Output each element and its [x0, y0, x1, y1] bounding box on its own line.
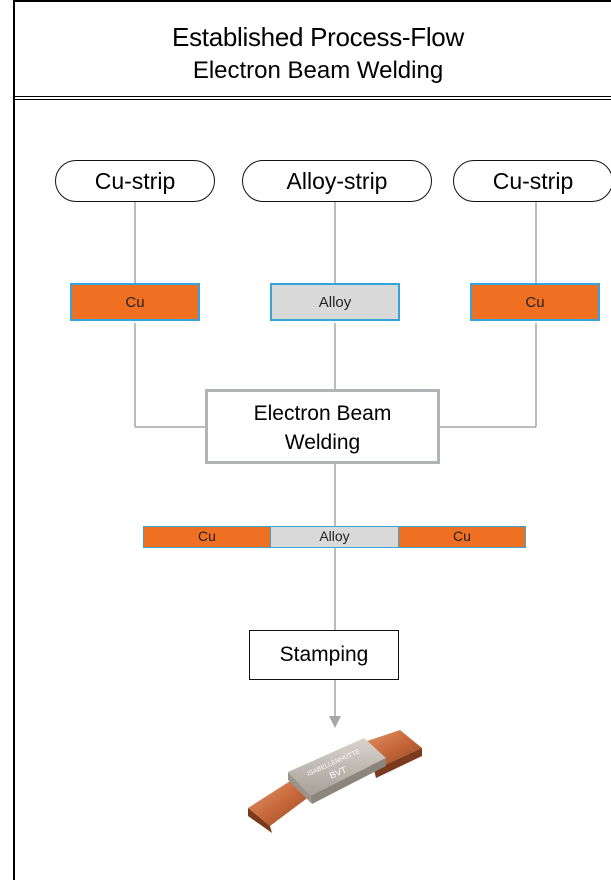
- arrow-head: [329, 716, 341, 728]
- input-cu-strip-left: Cu-strip: [55, 160, 215, 202]
- welded-strip-cu-left: Cu: [143, 526, 271, 548]
- material-alloy: Alloy: [270, 283, 400, 321]
- diagram-title: Established Process-Flow: [172, 22, 464, 52]
- welded-strip-cu-right: Cu: [398, 526, 526, 548]
- welded-strip-alloy: Alloy: [270, 526, 399, 548]
- diagram-header: Established Process-Flow Electron Beam W…: [13, 0, 611, 100]
- input-cu-strip-right: Cu-strip: [453, 160, 611, 202]
- bvt-resistor-image: ISABELLENHÜTTE BVT: [248, 730, 422, 833]
- material-cu-left: Cu: [70, 283, 200, 321]
- electron-beam-welding-box: Electron Beam Welding: [205, 389, 440, 464]
- diagram-subtitle: Electron Beam Welding: [192, 57, 444, 84]
- stamping-box: Stamping: [249, 630, 399, 680]
- welding-label-line2: Welding: [284, 431, 361, 454]
- input-alloy-strip: Alloy-strip: [242, 160, 432, 202]
- welding-label-line1: Electron Beam: [253, 402, 392, 425]
- diagram-frame: [13, 0, 611, 880]
- material-cu-right: Cu: [470, 283, 600, 321]
